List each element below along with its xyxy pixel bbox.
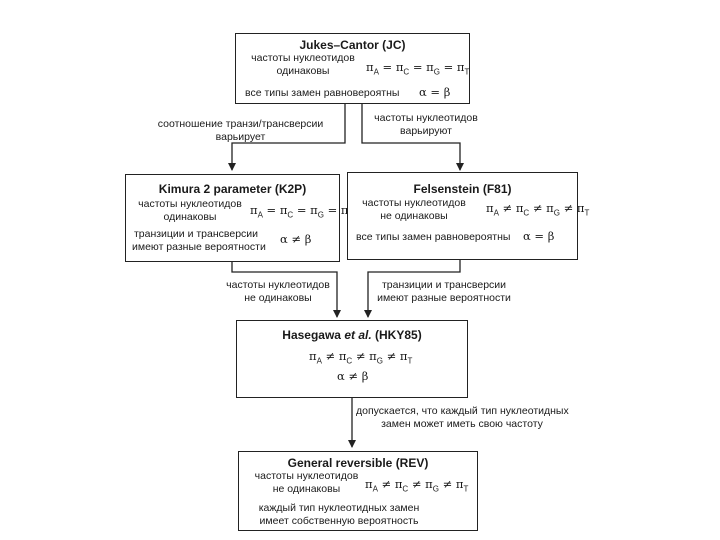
f81-subst-text: все типы замен равновероятны	[356, 231, 511, 243]
jc-subst-text: все типы замен равновероятны	[245, 87, 400, 99]
jc-freq-line2: одинаковы	[276, 65, 330, 77]
hky-title-pre: Hasegawa	[282, 328, 345, 342]
k2p-subst-formula: α ≠ β	[280, 232, 312, 246]
rev-subst-text: каждый тип нуклеотидных замен имеет собс…	[249, 502, 429, 528]
f81-model-title: Felsenstein (F81)	[413, 182, 512, 196]
jc-model-title: Jukes–Cantor (JC)	[299, 38, 406, 52]
edge-label-jc-k2p-line2: варьирует	[215, 131, 266, 143]
jc-subst-formula: α = β	[419, 85, 451, 99]
k2p-freq-formula: πA = πC = πG = πT	[250, 203, 353, 220]
f81-freq-formula: πA ≠ πC ≠ πG ≠ πT	[486, 201, 590, 218]
f81-freq-text: частоты нуклеотидов не одинаковы	[358, 197, 470, 223]
edge-label-hky-rev: допускается, что каждый тип нуклеотидных…	[356, 405, 569, 431]
edge-label-f81-hky-line1: транзиции и трансверсии	[381, 279, 507, 291]
edge-label-k2p-hky-line2: не одинаковы	[244, 292, 312, 304]
k2p-subst-line2: имеют разные вероятности	[132, 241, 266, 253]
jc-freq-text: частоты нуклеотидов одинаковы	[244, 52, 362, 78]
edge-label-f81-hky-line2: имеют разные вероятности	[377, 292, 511, 304]
arrow-f81-to-hky	[364, 259, 461, 318]
rev-freq-formula: πA ≠ πC ≠ πG ≠ πT	[365, 477, 469, 494]
hky-title-em: et al.	[344, 328, 372, 342]
arrow-k2p-to-hky	[231, 262, 341, 318]
f81-freq-line1: частоты нуклеотидов	[362, 197, 466, 209]
f81-subst-formula: α = β	[523, 229, 555, 243]
k2p-model-title: Kimura 2 parameter (K2P)	[158, 182, 307, 196]
hky-model-title: Hasegawa et al. (HKY85)	[237, 328, 467, 342]
arrow-jc-to-k2p	[228, 103, 346, 171]
rev-subst-line1: каждый тип нуклеотидных замен	[258, 502, 420, 514]
jc-freq-formula: πA = πC = πG = πT	[366, 60, 470, 77]
f81-model-box: Felsenstein (F81) частоты нуклеотидов не…	[347, 172, 589, 260]
edge-label-jc-f81: частоты нуклеотидов варьируют	[366, 112, 486, 138]
jc-freq-line1: частоты нуклеотидов	[251, 52, 355, 64]
edge-label-k2p-hky-line1: частоты нуклеотидов	[226, 279, 330, 291]
k2p-freq-line2: одинаковы	[163, 211, 217, 223]
hky-title-post: (HKY85)	[371, 328, 422, 342]
rev-freq-line2: не одинаковы	[272, 483, 341, 495]
rev-subst-line2: имеет собственную вероятность	[259, 515, 419, 527]
edge-label-jc-f81-line2: варьируют	[400, 125, 452, 137]
k2p-freq-line1: частоты нуклеотидов	[138, 198, 242, 210]
k2p-freq-text: частоты нуклеотидов одинаковы	[134, 198, 246, 224]
rev-model-title: General reversible (REV)	[287, 456, 429, 470]
edge-label-hky-rev-line2: замен может иметь свою частоту	[381, 418, 543, 430]
edge-label-jc-f81-line1: частоты нуклеотидов	[374, 112, 478, 124]
hky-subst-formula: α ≠ β	[337, 369, 369, 383]
edge-label-hky-rev-line1: допускается, что каждый тип нуклеотидных	[356, 405, 569, 417]
edge-label-k2p-hky: частоты нуклеотидов не одинаковы	[218, 279, 338, 305]
rev-model-box: General reversible (REV) частоты нуклеот…	[238, 451, 478, 531]
hky-model-box: Hasegawa et al. (HKY85) πA ≠ πC ≠ πG ≠ π…	[236, 320, 468, 398]
k2p-subst-line1: транзиции и трансверсии	[133, 228, 259, 240]
rev-freq-line1: частоты нуклеотидов	[254, 470, 359, 482]
edge-label-f81-hky: транзиции и трансверсии имеют разные вер…	[373, 279, 515, 305]
rev-freq-text: частоты нуклеотидов не одинаковы	[249, 470, 364, 496]
hky-freq-formula: πA ≠ πC ≠ πG ≠ πT	[309, 349, 413, 366]
jc-model-box: Jukes–Cantor (JC) частоты нуклеотидов од…	[235, 33, 470, 104]
edge-label-jc-k2p-line1: соотношение транзи/трансверсии	[157, 118, 324, 130]
edge-label-jc-k2p: соотношение транзи/трансверсии варьирует	[148, 118, 333, 144]
arrow-jc-to-f81	[361, 103, 464, 171]
k2p-model-box: Kimura 2 parameter (K2P) частоты нуклеот…	[125, 174, 353, 262]
f81-freq-line2: не одинаковы	[380, 210, 448, 222]
k2p-subst-text: транзиции и трансверсии имеют разные вер…	[132, 228, 266, 254]
